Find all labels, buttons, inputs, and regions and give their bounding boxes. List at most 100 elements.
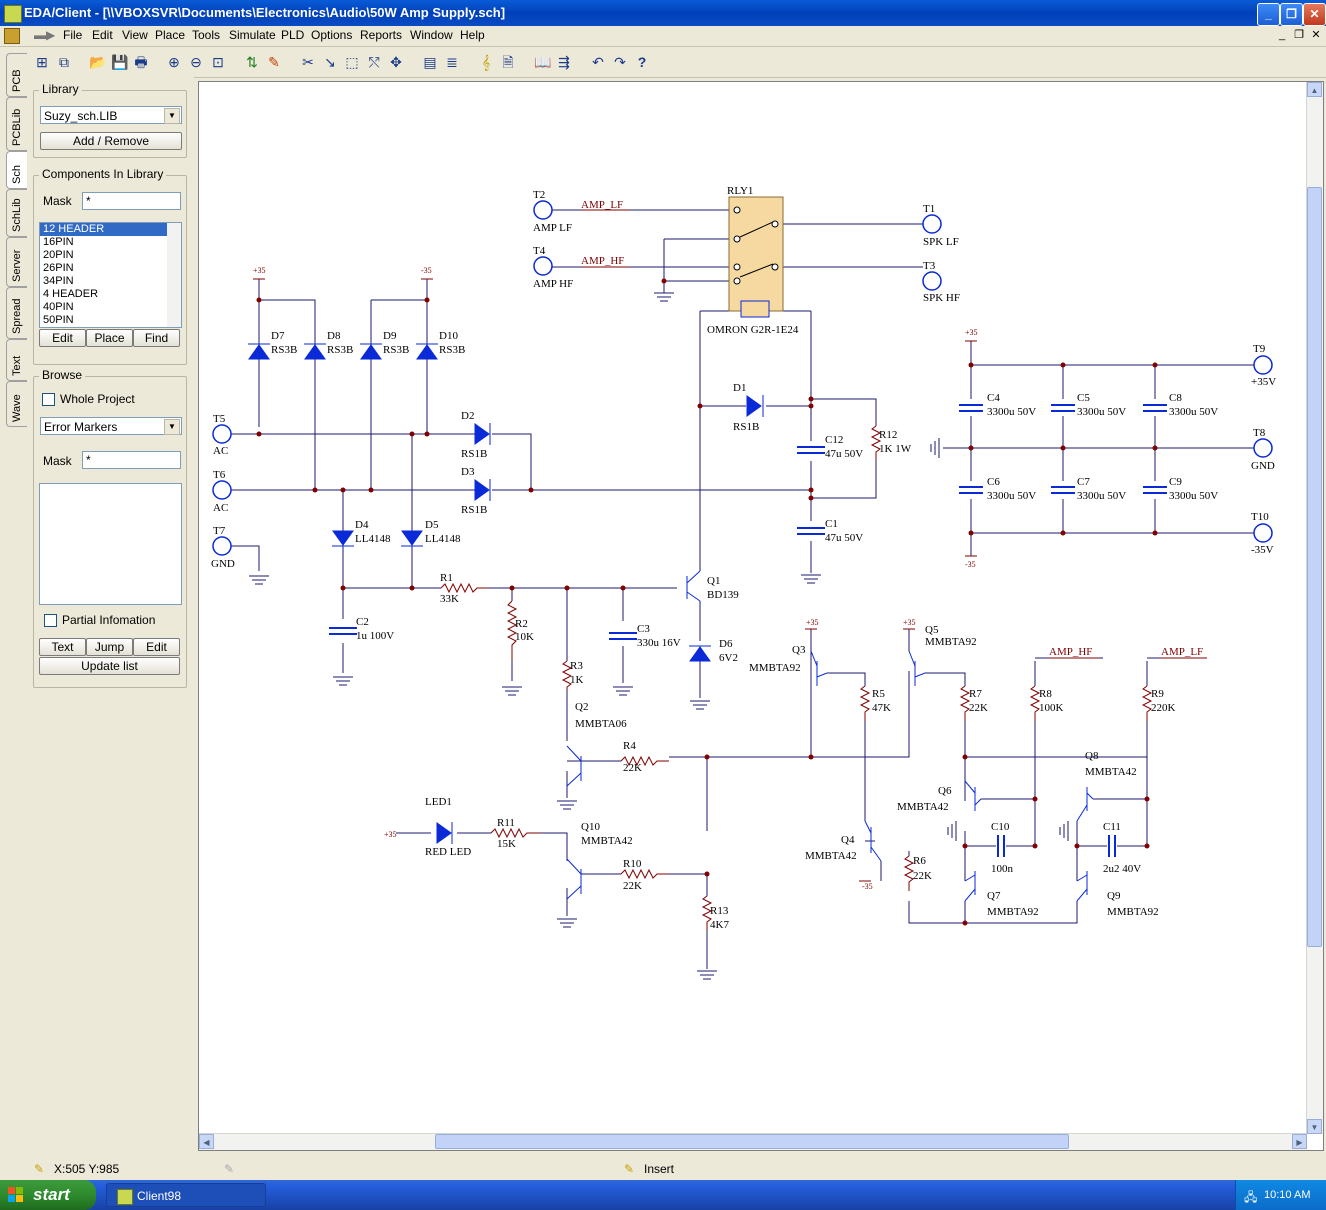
tab-sch[interactable]: Sch: [6, 151, 27, 189]
save-icon[interactable]: 💾: [111, 54, 129, 70]
label-c3-val: 330u 16V: [637, 637, 681, 649]
vertical-scroll-thumb[interactable]: [1307, 187, 1322, 947]
notes-icon[interactable]: 🗎: [502, 54, 514, 70]
menu-simulate[interactable]: Simulate: [229, 28, 276, 42]
label-c8: C8: [1169, 392, 1182, 404]
tab-text[interactable]: Text: [6, 339, 27, 381]
component-mask-input[interactable]: *: [82, 192, 181, 210]
browse-type-select[interactable]: Error Markers▼: [40, 417, 182, 435]
menu-help[interactable]: Help: [460, 28, 485, 42]
list-item[interactable]: 16PIN: [43, 236, 74, 248]
label-t9: T9: [1253, 343, 1266, 355]
menu-edit[interactable]: Edit: [92, 28, 113, 42]
scroll-left-icon[interactable]: ◀: [199, 1134, 214, 1149]
browse-mask-input[interactable]: *: [82, 451, 181, 469]
browse-list[interactable]: [39, 483, 182, 605]
partial-info-checkbox[interactable]: [44, 614, 57, 627]
doc-restore-button[interactable]: ❐: [1294, 29, 1304, 41]
browse-text-button[interactable]: Text: [39, 638, 86, 656]
list-item[interactable]: 20PIN: [43, 249, 74, 261]
resistors: [440, 425, 1153, 931]
scroll-up-icon[interactable]: ▲: [1307, 82, 1322, 97]
component-find-button[interactable]: Find: [133, 329, 180, 347]
browse-jump-button[interactable]: Jump: [86, 638, 133, 656]
add-remove-button[interactable]: Add / Remove: [40, 132, 182, 150]
list-item[interactable]: 4 HEADER: [43, 288, 99, 300]
list-item[interactable]: 34PIN: [43, 275, 74, 287]
redo-icon[interactable]: ↷: [614, 54, 626, 70]
menu-options[interactable]: Options: [311, 28, 353, 42]
label-d8-val: RS3B: [327, 344, 353, 356]
label-c10-val: 100n: [991, 863, 1014, 875]
zoom-in-icon[interactable]: ⊕: [168, 54, 180, 70]
system-tray: 🖧 10:10 AM: [1235, 1180, 1326, 1210]
whole-project-checkbox[interactable]: [42, 393, 55, 406]
zoom-fit-icon[interactable]: ⊡: [212, 54, 224, 70]
coordinates: X:505 Y:985: [54, 1162, 120, 1176]
wire-icon[interactable]: ↘: [324, 54, 336, 70]
minimize-button[interactable]: _: [1257, 3, 1280, 26]
doc-minimize-button[interactable]: _: [1278, 29, 1286, 41]
tab-wave[interactable]: Wave: [6, 381, 27, 427]
start-button[interactable]: start: [0, 1180, 96, 1210]
tab-server[interactable]: Server: [6, 237, 27, 287]
lib-list-icon[interactable]: ≣: [446, 54, 458, 70]
document-icon[interactable]: [4, 28, 20, 44]
probe-icon[interactable]: 𝄞: [481, 54, 491, 70]
menu-tools[interactable]: Tools: [192, 28, 221, 42]
layers-icon[interactable]: ⇶: [558, 54, 570, 70]
tab-schlib[interactable]: SchLib: [6, 189, 27, 237]
up-down-icon[interactable]: ⇅: [246, 54, 258, 70]
tab-pcblib[interactable]: PCBLib: [6, 97, 27, 151]
doc-close-button[interactable]: ✕: [1311, 29, 1321, 41]
schematic-drawing[interactable]: T2 AMP LF T4 AMP HF AMP_LF AMP_HF RLY1 O…: [199, 82, 1307, 1134]
scroll-right-icon[interactable]: ▶: [1292, 1134, 1307, 1149]
print-icon[interactable]: 🖶: [134, 54, 148, 70]
browse-lib-icon[interactable]: ▤: [423, 54, 437, 70]
help-icon[interactable]: ?: [637, 54, 647, 70]
maximize-button[interactable]: ❐: [1280, 3, 1303, 26]
list-item[interactable]: 26PIN: [43, 262, 74, 274]
navigate-icon[interactable]: ⧉: [59, 54, 69, 70]
network-icon[interactable]: 🖧: [1244, 1190, 1258, 1204]
component-edit-button[interactable]: Edit: [39, 329, 86, 347]
mode-icon: ✎: [624, 1162, 635, 1176]
deselect-icon[interactable]: ⤲: [368, 54, 380, 70]
menu-view[interactable]: View: [122, 28, 148, 42]
menu-pld[interactable]: PLD: [281, 28, 305, 42]
menu-file[interactable]: File: [63, 28, 83, 42]
horizontal-scrollbar[interactable]: ◀ ▶: [199, 1133, 1307, 1150]
menu-reports[interactable]: Reports: [360, 28, 403, 42]
component-list[interactable]: 12 HEADER 16PIN 20PIN 26PIN 34PIN 4 HEAD…: [39, 222, 182, 328]
menu-window[interactable]: Window: [410, 28, 453, 42]
list-scrollbar[interactable]: [167, 223, 181, 327]
menu-place[interactable]: Place: [155, 28, 186, 42]
horizontal-scroll-thumb[interactable]: [435, 1134, 1069, 1149]
update-list-button[interactable]: Update list: [39, 657, 180, 675]
schematic-canvas[interactable]: T2 AMP LF T4 AMP HF AMP_LF AMP_HF RLY1 O…: [198, 81, 1324, 1151]
scroll-down-icon[interactable]: ▼: [1307, 1119, 1322, 1134]
list-item[interactable]: 12 HEADER: [40, 223, 181, 236]
side-panel: Library Suzy_sch.LIB▼ Add / Remove Compo…: [30, 77, 194, 1156]
hierarchy-icon[interactable]: ⊞: [36, 54, 48, 70]
browse-edit-button[interactable]: Edit: [133, 638, 180, 656]
book-icon[interactable]: 📖: [534, 54, 552, 70]
library-select[interactable]: Suzy_sch.LIB▼: [40, 106, 182, 124]
component-place-button[interactable]: Place: [86, 329, 133, 347]
select-icon[interactable]: ⬚: [345, 54, 359, 70]
undo-icon[interactable]: ↶: [592, 54, 604, 70]
taskbar-item-client98[interactable]: Client98: [106, 1183, 266, 1207]
vertical-scrollbar[interactable]: ▲ ▼: [1306, 82, 1323, 1134]
list-item[interactable]: 40PIN: [43, 301, 74, 313]
wand-icon[interactable]: ✎: [268, 54, 280, 70]
move-icon[interactable]: ✥: [390, 54, 402, 70]
close-button[interactable]: ✕: [1303, 3, 1326, 26]
menu-arrow-icon[interactable]: ▬▶: [34, 28, 56, 42]
cut-icon[interactable]: ✂: [302, 54, 314, 70]
label-c11-val: 2u2 40V: [1103, 863, 1141, 875]
tab-pcb[interactable]: PCB: [6, 53, 27, 97]
zoom-out-icon[interactable]: ⊖: [190, 54, 202, 70]
list-item[interactable]: 50PIN: [43, 314, 74, 326]
tab-spread[interactable]: Spread: [6, 287, 27, 339]
open-icon[interactable]: 📂: [89, 54, 107, 70]
